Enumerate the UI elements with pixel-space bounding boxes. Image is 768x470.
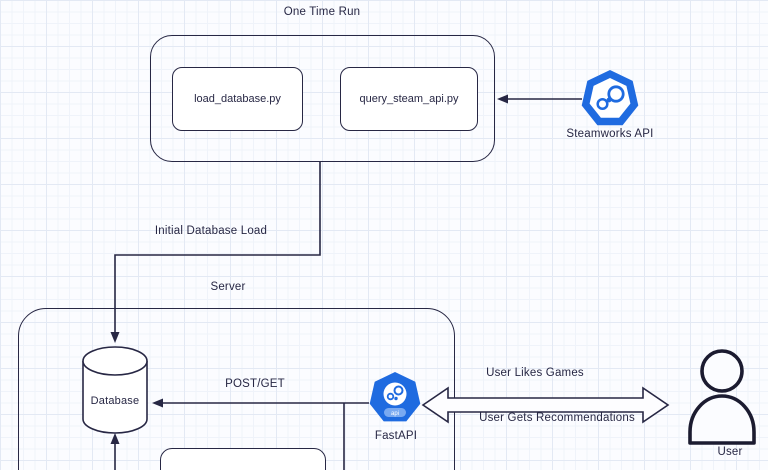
arrowhead-steam — [497, 94, 508, 104]
initial-load-label: Initial Database Load — [154, 225, 268, 237]
fastapi-label: FastAPI — [374, 430, 418, 442]
user-likes-label: User Likes Games — [486, 367, 584, 379]
server-inner-box — [160, 448, 326, 470]
user-gets-label: User Gets Recommendations — [479, 412, 635, 424]
database-label: Database — [90, 395, 140, 407]
script-node-load-database: load_database.py — [172, 67, 303, 131]
steamworks-label: Steamworks API — [566, 128, 654, 140]
steamworks-icon — [581, 70, 639, 126]
server-title: Server — [210, 281, 246, 293]
one-time-run-box — [150, 35, 495, 162]
script-node-query-steam-api: query_steam_api.py — [340, 67, 478, 131]
post-get-label: POST/GET — [225, 378, 285, 390]
user-icon — [688, 349, 756, 445]
user-label: User — [717, 446, 743, 458]
one-time-run-title: One Time Run — [283, 6, 361, 18]
